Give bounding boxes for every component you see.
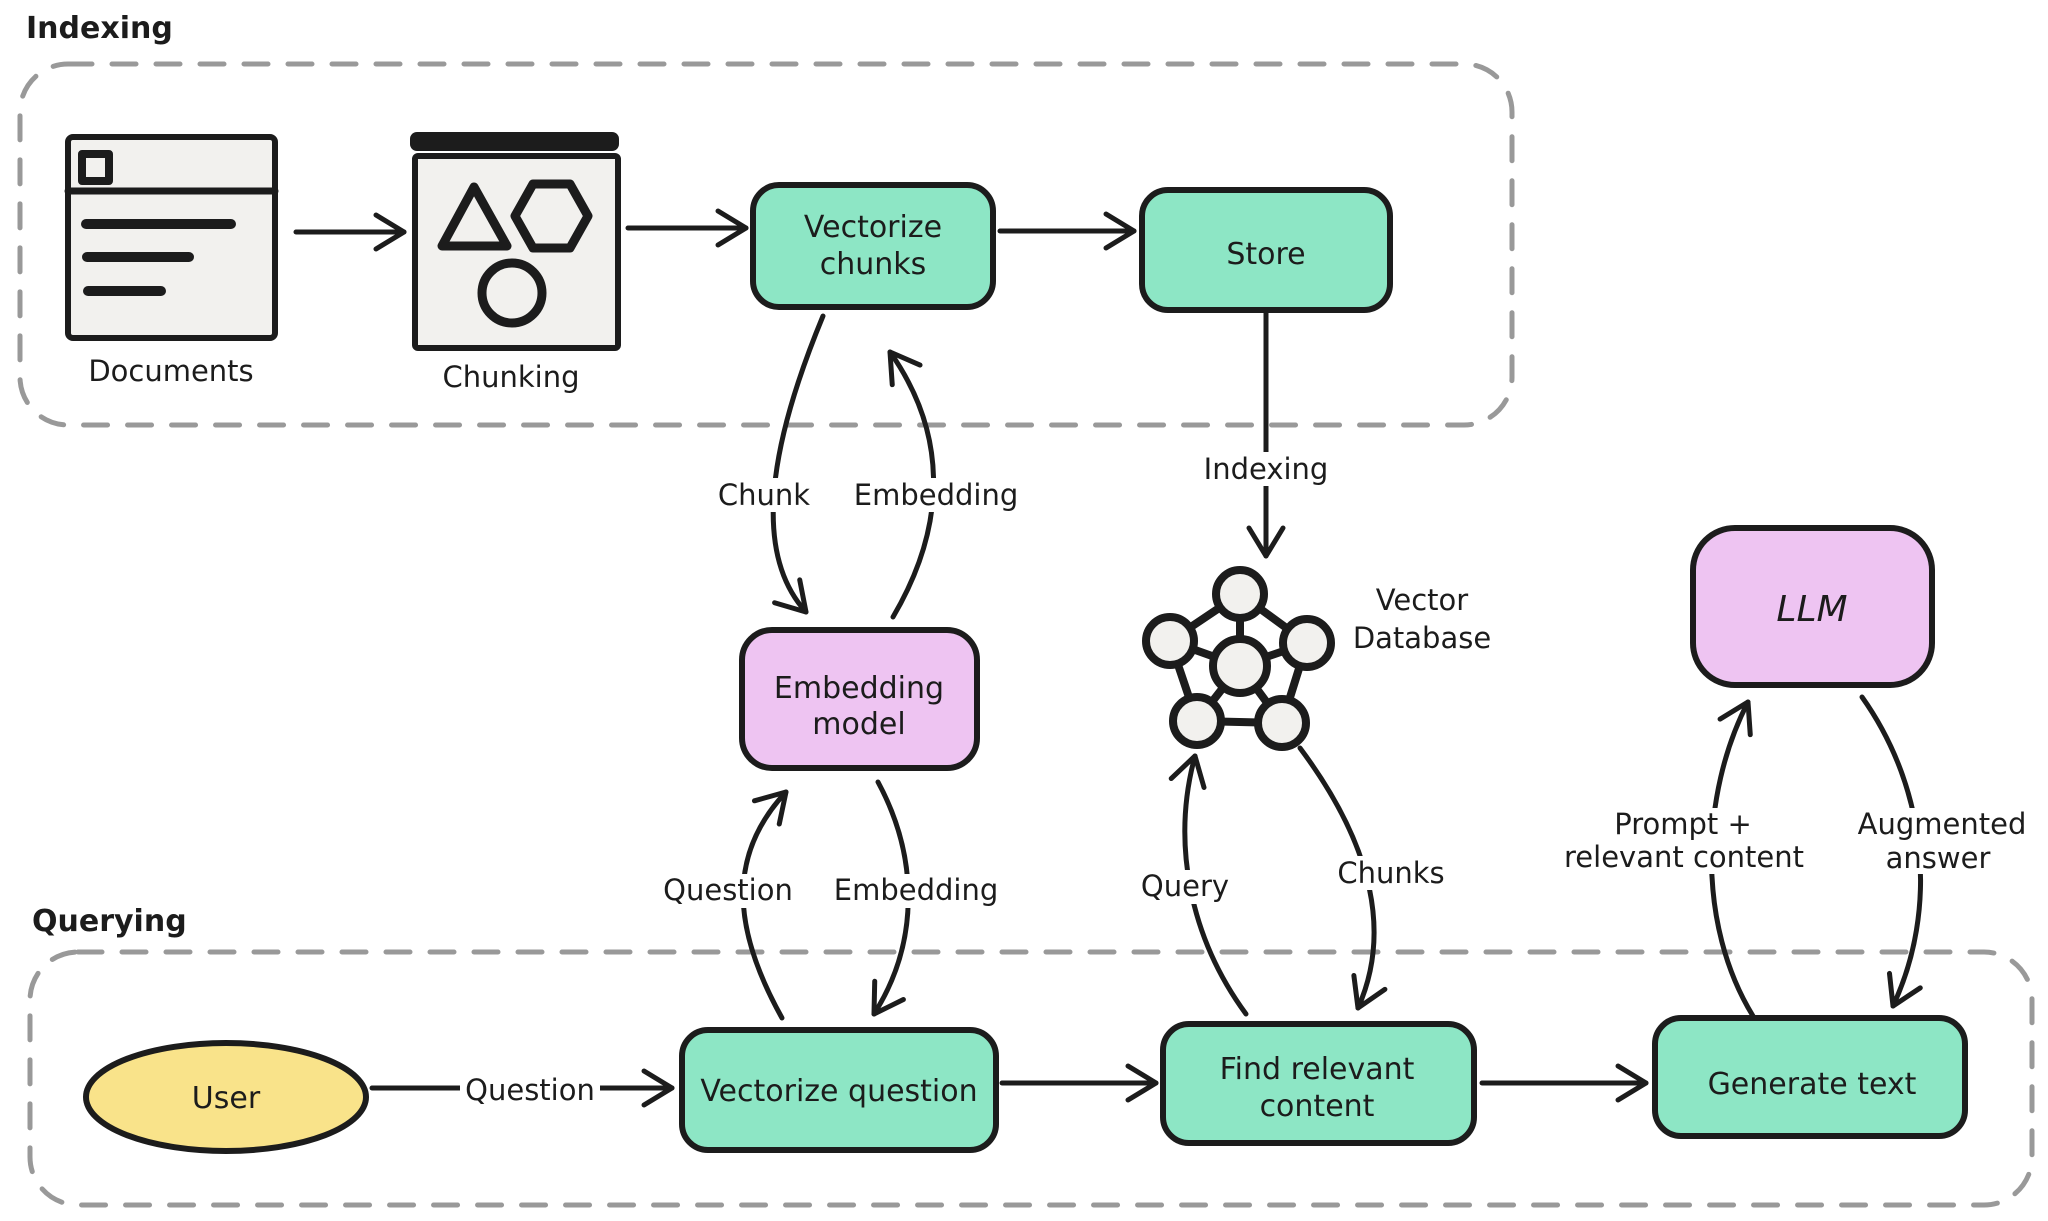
vector-database-icon — [1142, 566, 1335, 751]
chunk-curve-arrow — [770, 313, 826, 615]
prompt-label-bg — [1565, 808, 1803, 874]
generate-text-node — [1652, 1015, 1968, 1139]
query-edge-label: Query — [1141, 869, 1229, 903]
indexing-section-frame — [17, 61, 1515, 428]
llm-label: LLM — [1776, 589, 1847, 630]
augmented-label-bg — [1864, 808, 2022, 874]
indexing-arrow-label-bg — [1198, 452, 1334, 486]
vectorize-chunks-label-line1: Vectorize — [804, 210, 942, 245]
embedding-down-label-bg — [840, 874, 992, 908]
user-label: User — [192, 1081, 261, 1116]
store-node — [1139, 187, 1393, 313]
indexing-edge-label: Indexing — [1204, 452, 1329, 486]
embedding-up-curve-arrow — [887, 349, 936, 620]
chunking-icon — [410, 132, 621, 351]
vector-database-label-line2: Database — [1353, 621, 1491, 655]
find-relevant-label-line2: content — [1260, 1089, 1375, 1124]
augmented-edge-label-line1: Augmented — [1858, 807, 2027, 841]
store-label: Store — [1226, 237, 1305, 272]
embedding-down-edge-label: Embedding — [834, 873, 998, 907]
vector-db-node — [1279, 615, 1335, 671]
chunking-label: Chunking — [442, 360, 579, 394]
user-node — [83, 1040, 369, 1154]
user-question-edge-label: Question — [465, 1073, 595, 1107]
query-label-bg — [1140, 870, 1232, 904]
vector-db-node — [1169, 693, 1225, 749]
documents-titlebar-square — [78, 150, 113, 185]
vector-db-node — [1254, 695, 1310, 751]
llm-node — [1690, 525, 1935, 688]
vector-db-node — [1212, 566, 1268, 622]
chunks-edge-label: Chunks — [1337, 856, 1444, 890]
vectorize-question-label: Vectorize question — [700, 1074, 977, 1109]
triangle-shape-icon — [437, 182, 512, 251]
chunking-topbar — [410, 132, 619, 151]
question-up-edge-label: Question — [663, 873, 793, 907]
vector-db-node — [1142, 613, 1198, 669]
vector-database-label-line1: Vector — [1376, 583, 1468, 617]
documents-label: Documents — [88, 354, 253, 388]
generate-text-label: Generate text — [1708, 1067, 1917, 1102]
augmented-edge-label-line2: answer — [1886, 841, 1991, 875]
vectorize-chunks-label-line2: chunks — [820, 247, 927, 282]
find-relevant-content-node — [1160, 1021, 1477, 1146]
find-relevant-label-line1: Find relevant — [1220, 1052, 1415, 1087]
querying-section-title: Querying — [32, 904, 187, 939]
vector-db-center-node — [1209, 635, 1271, 697]
chunks-label-bg — [1338, 856, 1446, 890]
embedding-model-node — [739, 627, 980, 771]
embedding-model-label-line2: model — [812, 707, 905, 742]
prompt-edge-label-line2: relevant content — [1564, 840, 1804, 874]
documents-window — [65, 134, 278, 341]
hexagon-shape-icon — [510, 179, 593, 253]
embedding-up-edge-label: Embedding — [854, 478, 1018, 512]
question-up-label-bg — [660, 874, 796, 908]
vectorize-question-node — [679, 1027, 999, 1153]
prompt-edge-label-line1: Prompt + — [1614, 807, 1752, 841]
documents-icon — [64, 134, 279, 341]
indexing-section-title: Indexing — [26, 11, 173, 46]
querying-section-frame — [27, 949, 2035, 1208]
chunk-label-bg — [712, 478, 816, 512]
circle-shape-icon — [477, 258, 547, 328]
vectorize-chunks-node — [750, 182, 996, 310]
user-question-label-bg — [460, 1074, 600, 1106]
chunk-edge-label: Chunk — [718, 478, 810, 512]
embedding-up-label-bg — [858, 478, 1014, 512]
embedding-model-label-line1: Embedding — [774, 671, 944, 706]
